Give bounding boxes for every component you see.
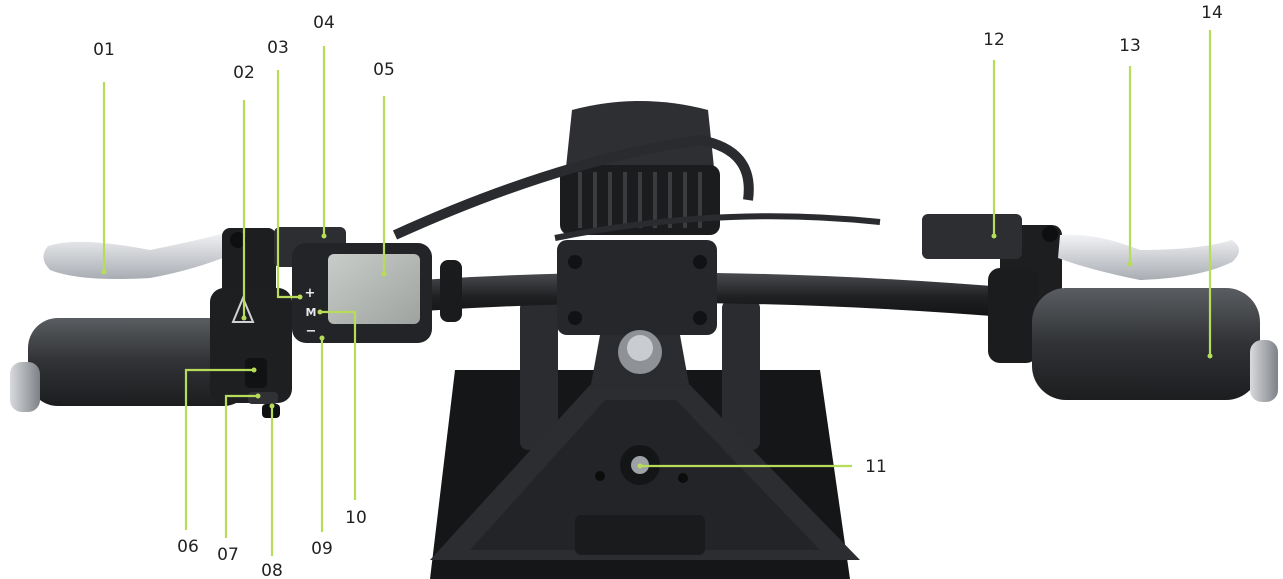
leader-13-dot xyxy=(1127,261,1133,267)
callout-labels: 01 02 03 04 05 06 07 08 09 10 11 12 13 1… xyxy=(93,3,1223,579)
right-fork xyxy=(722,300,760,450)
leader-05-dot xyxy=(381,271,387,277)
callout-08: 08 xyxy=(261,561,283,579)
switch-upper xyxy=(245,358,267,388)
motorcycle-front: + M − xyxy=(10,101,1278,579)
callout-04: 04 xyxy=(313,13,335,33)
right-brake-lever xyxy=(1058,234,1239,280)
leader-07-dot xyxy=(255,393,261,399)
right-brake-reservoir xyxy=(922,214,1022,259)
throttle-grip xyxy=(1032,288,1260,400)
leader-12-dot xyxy=(991,233,997,239)
callout-13: 13 xyxy=(1119,36,1141,56)
callout-11: 11 xyxy=(865,457,887,477)
switch-middle xyxy=(248,392,278,404)
leader-06-dot xyxy=(251,367,257,373)
stem-clamp xyxy=(557,240,717,335)
hazard-icon xyxy=(231,295,255,323)
leader-04-dot xyxy=(321,233,327,239)
callout-10: 10 xyxy=(345,508,367,528)
left-grip xyxy=(28,318,253,406)
leader-11-dot xyxy=(637,463,643,469)
lcd-display xyxy=(328,254,420,324)
display-mount xyxy=(440,260,462,322)
clamp-bolts xyxy=(568,255,707,325)
right-switch-body xyxy=(988,268,1038,363)
callout-07: 07 xyxy=(217,545,239,565)
leader-01-dot xyxy=(101,269,107,275)
mode-button: M xyxy=(306,306,317,319)
callout-01: 01 xyxy=(93,40,115,60)
callout-14: 14 xyxy=(1201,3,1223,23)
brake-cable-left xyxy=(392,134,754,240)
callout-06: 06 xyxy=(177,537,199,557)
right-clamp-bolt xyxy=(1042,226,1058,242)
cover-slot xyxy=(575,515,705,555)
leader-06 xyxy=(184,368,254,530)
stem-nut-top xyxy=(627,335,653,361)
right-bar-end xyxy=(1250,340,1278,402)
leader-14-dot xyxy=(1207,353,1213,359)
callout-12: 12 xyxy=(983,30,1005,50)
plus-button: + xyxy=(305,286,316,301)
cover-bolt-left xyxy=(595,471,605,481)
leader-10 xyxy=(320,310,357,500)
left-fork xyxy=(520,300,558,450)
leader-08-dot xyxy=(269,403,275,409)
left-clamp-bolt xyxy=(230,232,246,248)
leader-03-dot xyxy=(297,294,303,300)
minus-button: − xyxy=(306,324,317,339)
callout-03: 03 xyxy=(267,38,289,58)
leader-10-dot xyxy=(317,309,323,315)
leader-02-dot xyxy=(241,315,247,321)
leader-07 xyxy=(224,394,258,538)
left-brake-clamp xyxy=(222,228,276,298)
left-brake-lever xyxy=(43,232,238,279)
callout-05: 05 xyxy=(373,60,395,80)
leader-09-dot xyxy=(319,335,325,341)
leader-03 xyxy=(276,70,300,299)
cover-bolt-right xyxy=(678,473,688,483)
left-switch-housing xyxy=(210,288,292,403)
brake-cable-right xyxy=(554,213,881,241)
callout-09: 09 xyxy=(311,539,333,559)
leader-lines xyxy=(101,30,1213,556)
left-bar-end xyxy=(10,362,40,412)
callout-02: 02 xyxy=(233,63,255,83)
